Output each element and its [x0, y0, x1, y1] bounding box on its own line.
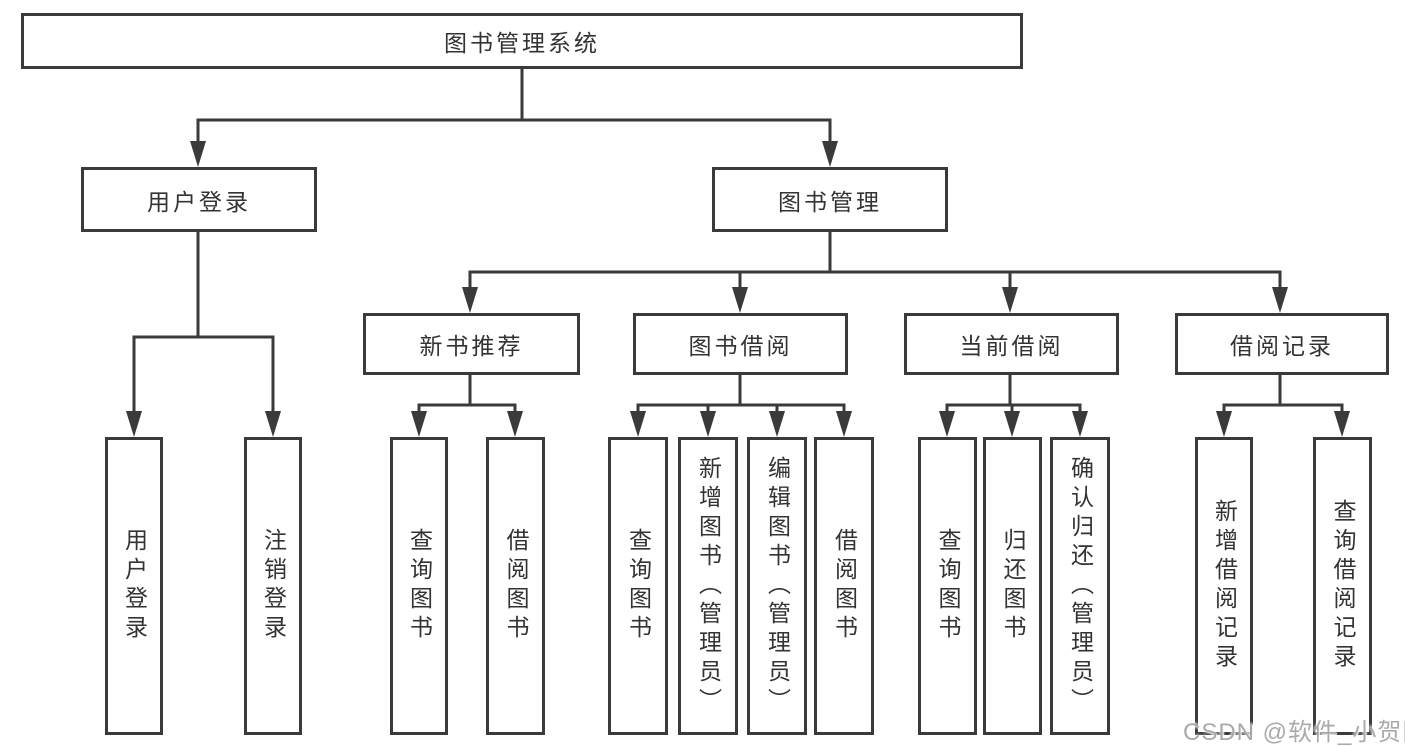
node-current-borrowing: 当前借阅: [904, 313, 1119, 375]
arrowheads: [126, 141, 1350, 437]
leaf-borrow-books-recommend-label: 借阅图书: [503, 528, 529, 644]
leaf-add-book-admin: 新增图书（管理员）: [678, 437, 738, 735]
leaf-query-borrow-record: 查询借阅记录: [1313, 437, 1372, 735]
leaf-user-login: 用户登录: [105, 437, 163, 735]
leaf-borrow-books-recommend: 借阅图书: [486, 437, 545, 735]
leaf-confirm-return-admin: 确认归还（管理员）: [1050, 437, 1110, 735]
leaf-user-login-label: 用户登录: [121, 528, 148, 644]
node-book-management-label: 图书管理: [778, 188, 882, 215]
leaf-add-borrow-record-label: 新增借阅记录: [1211, 499, 1238, 673]
leaf-edit-book-admin: 编辑图书（管理员）: [747, 437, 807, 735]
leaf-query-books-recommend-label: 查询图书: [406, 528, 433, 644]
csdn-watermark: CSDN @软件_小贺同学: [1183, 719, 1405, 746]
leaf-query-books-borrowing-label: 查询图书: [625, 528, 652, 644]
leaf-borrow-books-borrowing-label: 借阅图书: [831, 528, 858, 644]
node-borrowing-records-label: 借阅记录: [1230, 333, 1334, 359]
leaf-edit-book-admin-label: 编辑图书（管理员）: [764, 455, 791, 717]
node-new-book-recommendation: 新书推荐: [363, 313, 580, 375]
node-user-login-label: 用户登录: [147, 188, 251, 215]
leaf-return-books: 归还图书: [983, 437, 1042, 735]
leaf-query-books-current: 查询图书: [918, 437, 977, 735]
node-book-borrowing-label: 图书借阅: [688, 333, 793, 359]
leaf-logout-label: 注销登录: [260, 528, 287, 644]
node-root-label: 图书管理系统: [444, 30, 600, 56]
node-borrowing-records: 借阅记录: [1175, 313, 1389, 375]
node-root: 图书管理系统: [21, 13, 1023, 69]
leaf-logout: 注销登录: [244, 437, 302, 735]
leaf-query-borrow-record-label: 查询借阅记录: [1330, 499, 1356, 673]
node-user-login: 用户登录: [81, 167, 317, 232]
leaf-query-books-borrowing: 查询图书: [608, 437, 668, 735]
leaf-borrow-books-borrowing: 借阅图书: [814, 437, 874, 735]
node-new-book-recommendation-label: 新书推荐: [419, 333, 524, 359]
leaf-confirm-return-admin-label: 确认归还（管理员）: [1067, 455, 1094, 717]
node-current-borrowing-label: 当前借阅: [959, 333, 1064, 359]
node-book-management: 图书管理: [712, 167, 948, 232]
leaf-add-book-admin-label: 新增图书（管理员）: [695, 455, 722, 717]
node-book-borrowing: 图书借阅: [633, 313, 848, 375]
leaf-add-borrow-record: 新增借阅记录: [1195, 437, 1253, 735]
leaf-query-books-current-label: 查询图书: [935, 528, 961, 644]
leaf-return-books-label: 归还图书: [1000, 528, 1026, 644]
leaf-query-books-recommend: 查询图书: [390, 437, 448, 735]
